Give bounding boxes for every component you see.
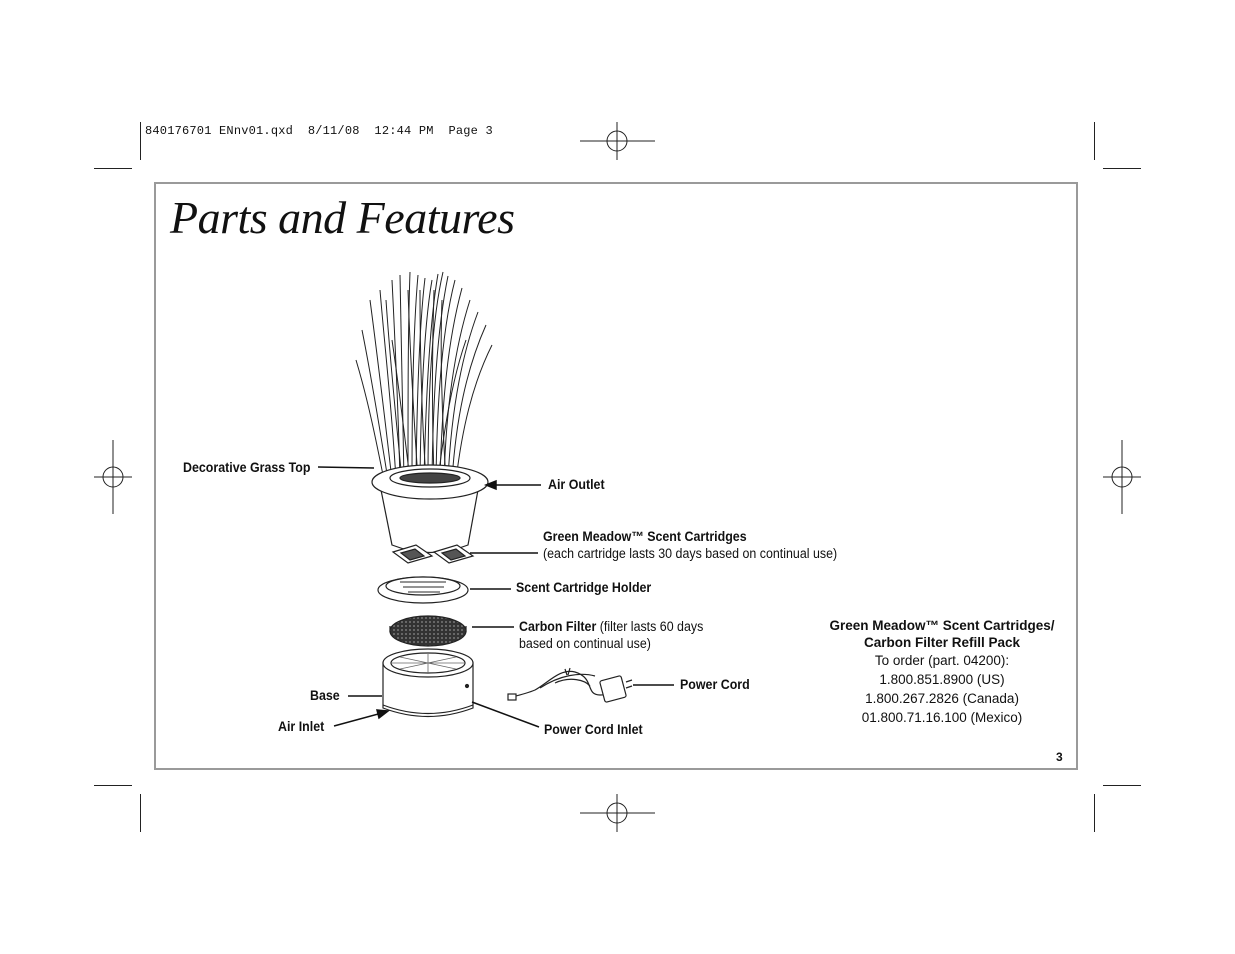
refill-pack-info: Green Meadow™ Scent Cartridges/ Carbon F… <box>812 617 1072 727</box>
label-air-outlet: Air Outlet <box>548 477 605 492</box>
carbon-filter-art <box>389 615 467 647</box>
page-number: 3 <box>1056 750 1063 764</box>
label-scent-cartridge-holder: Scent Cartridge Holder <box>516 580 652 595</box>
refill-phone-canada: 1.800.267.2826 (Canada) <box>865 691 1019 706</box>
note-carbon-filter-2: based on continual use) <box>519 636 651 651</box>
power-cord-art <box>507 667 633 703</box>
label-base: Base <box>310 688 340 703</box>
label-carbon-filter: Carbon Filter <box>519 619 597 634</box>
note-scent-cartridges: (each cartridge lasts 30 days based on c… <box>543 546 838 561</box>
label-power-cord-inlet: Power Cord Inlet <box>544 722 643 737</box>
registration-mark-left <box>94 440 132 514</box>
leader-air-inlet <box>333 712 383 727</box>
label-air-inlet: Air Inlet <box>278 719 325 734</box>
refill-heading-1: Green Meadow™ Scent Cartridges/ <box>829 618 1055 633</box>
scent-cartridges-art <box>391 544 475 564</box>
scent-cartridge-holder-art <box>377 576 469 604</box>
refill-phone-us: 1.800.851.8900 (US) <box>879 672 1005 687</box>
refill-heading-2: Carbon Filter Refill Pack <box>863 635 1021 650</box>
registration-mark-top <box>580 122 655 160</box>
label-decorative-grass-top: Decorative Grass Top <box>183 460 311 475</box>
page-title: Parts and Features <box>170 192 515 243</box>
leader-decorative-grass-top <box>317 466 375 469</box>
note-carbon-filter-1: (filter lasts 60 days <box>599 619 704 634</box>
refill-phone-mexico: 01.800.71.16.100 (Mexico) <box>861 710 1023 725</box>
print-slug: 840176701 ENnv01.qxd 8/11/08 12:44 PM Pa… <box>145 124 493 138</box>
registration-mark-right <box>1103 440 1141 514</box>
leader-lines <box>317 466 674 728</box>
base-art <box>382 648 474 718</box>
leader-power-cord-inlet <box>471 701 540 728</box>
registration-mark-bottom <box>580 794 655 832</box>
page-frame <box>154 182 1078 770</box>
label-carbon-filter-line-1: Carbon Filter (filter lasts 60 days <box>519 619 703 634</box>
grass-blades <box>355 271 493 481</box>
grass-top-planter <box>371 464 489 554</box>
refill-order: To order (part. 04200): <box>874 653 1010 668</box>
label-scent-cartridges: Green Meadow™ Scent Cartridges <box>543 529 747 544</box>
label-power-cord: Power Cord <box>680 677 750 692</box>
